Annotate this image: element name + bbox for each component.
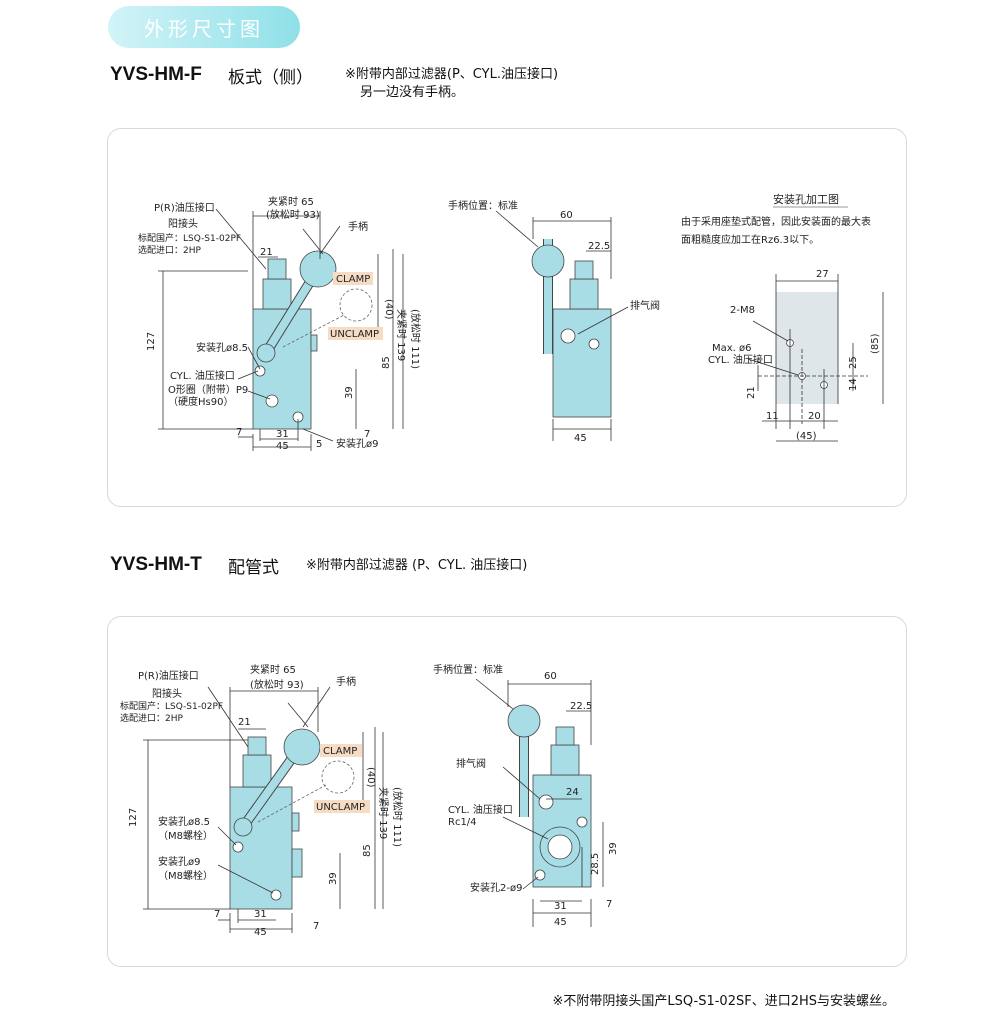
dimension-label: CLAMP [323, 746, 357, 757]
dimension-label: 22.5 [570, 701, 592, 712]
dimension-label: 27 [816, 269, 829, 280]
dimension-label: 夹紧时 139 [395, 309, 408, 361]
dimension-label: UNCLAMP [316, 802, 365, 813]
dimension-label: 28.5 [590, 853, 601, 875]
dimension-label: 选配进口：2HP [120, 712, 183, 724]
dimension-label: Rc1/4 [448, 817, 477, 828]
dimension-label: （M8螺栓） [158, 869, 213, 882]
dimension-label: （硬度Hs90） [168, 395, 233, 408]
dimension-label: 手柄位置：标准 [448, 199, 518, 212]
note-t: ※附带内部过滤器 (P、CYL. 油压接口) [306, 558, 528, 573]
dimension-label: 31 [254, 909, 267, 920]
dimension-label: 排气阀 [630, 299, 660, 312]
model-name-t: YVS-HM-T [110, 554, 202, 575]
note-f-line2: 另一边没有手柄。 [360, 85, 465, 100]
dimension-label: 31 [276, 429, 289, 440]
dimension-label: (放松时 111) [409, 309, 422, 369]
dimension-label: 39 [608, 842, 619, 855]
mount-type-f: 板式（侧） [228, 68, 313, 88]
dimension-label: 选配进口：2HP [138, 244, 201, 256]
dimension-label: 45 [554, 917, 567, 928]
dimension-label: CLAMP [336, 274, 370, 285]
dimension-label: 25 [848, 356, 859, 369]
dimension-label: 7 [606, 899, 612, 910]
dimension-label: 7 [313, 921, 319, 932]
dimension-label: 11 [766, 411, 779, 422]
dimension-label: 39 [328, 872, 339, 885]
dimension-label: CYL. 油压接口 [708, 353, 773, 366]
dimension-label: 21 [746, 386, 757, 399]
dimension-label: 85 [362, 844, 373, 857]
dimension-label: (40) [383, 299, 394, 320]
section-title: 外形尺寸图 [144, 16, 264, 41]
dimension-label: 45 [276, 441, 289, 452]
dimension-label: 7 [214, 909, 220, 920]
dimension-label: 5 [316, 439, 322, 450]
dimension-label: 面粗糙度应加工在Rz6.3以下。 [681, 233, 819, 246]
dimension-label: 阳接头 [152, 687, 182, 700]
dimension-label: 排气阀 [456, 757, 486, 770]
dimension-label: 127 [146, 332, 157, 351]
dimension-label: 标配国产：LSQ-S1-02PF [138, 232, 241, 244]
mount-type-t: 配管式 [228, 558, 279, 578]
dimension-label: 2-M8 [730, 305, 755, 316]
dimension-label: 夹紧时 65 [250, 663, 296, 676]
dimension-label: 安装孔2-ø9 [470, 881, 522, 894]
dimension-label: 39 [344, 386, 355, 399]
dimension-label: 22.5 [588, 241, 610, 252]
dimension-label: 标配国产：LSQ-S1-02PF [120, 700, 223, 712]
dimension-label: 14 [848, 378, 859, 391]
dimension-label: 安装孔ø8.5 [158, 815, 210, 828]
drawing-panel-t: P(R)油压接口 阳接头 标配国产：LSQ-S1-02PF 选配进口：2HP 夹… [107, 616, 907, 967]
dimension-label: P(R)油压接口 [154, 201, 215, 214]
dimension-label: CYL. 油压接口 [170, 369, 235, 382]
dimension-label: (85) [870, 333, 881, 354]
dimension-label: 21 [260, 247, 273, 258]
drawing-t: P(R)油压接口 阳接头 标配国产：LSQ-S1-02PF 选配进口：2HP 夹… [120, 663, 619, 938]
dimension-label: 45 [254, 927, 267, 938]
dimension-label: (放松时 93) [266, 208, 320, 221]
dimension-label: 手柄 [336, 675, 356, 688]
dimension-label: 安装孔ø9 [336, 437, 378, 450]
dimension-label: 45 [574, 433, 587, 444]
dimension-label: CYL. 油压接口 [448, 803, 513, 816]
dimension-label: 21 [238, 717, 251, 728]
dimension-label: P(R)油压接口 [138, 669, 199, 682]
dimension-label: Max. ø6 [712, 343, 752, 354]
drawing-panel-f: P(R)油压接口 阳接头 标配国产：LSQ-S1-02PF 选配进口：2HP 夹… [107, 128, 907, 507]
model-name-f: YVS-HM-F [110, 64, 202, 85]
valve-body-front [552, 308, 612, 418]
dimension-label: 安装孔ø8.5 [196, 341, 248, 354]
handle-knob [299, 250, 337, 288]
dimension-label: 24 [566, 787, 579, 798]
note-f-line1: ※附带内部过滤器(P、CYL.油压接口) [345, 67, 559, 82]
dimension-label: （M8螺栓） [158, 829, 213, 842]
dimension-label: (放松时 111) [391, 787, 404, 847]
dimension-label: 127 [128, 808, 139, 827]
dimension-label: 夹紧时 65 [268, 195, 314, 208]
footer-note: ※不附带阴接头国产LSQ-S1-02SF、进口2HS与安装螺丝。 [552, 994, 895, 1009]
dimension-label: (放松时 93) [250, 678, 304, 691]
dimension-label: (45) [796, 431, 817, 442]
dimension-label: UNCLAMP [330, 329, 379, 340]
dimension-label: 7 [236, 427, 242, 438]
drawing-f: P(R)油压接口 阳接头 标配国产：LSQ-S1-02PF 选配进口：2HP 夹… [138, 192, 884, 452]
dimension-label: 由于采用座垫式配管，因此安装面的最大表 [681, 215, 871, 228]
dimension-label: 20 [808, 411, 821, 422]
dimension-label: 夹紧时 139 [377, 787, 390, 839]
dimension-label: 60 [560, 210, 573, 221]
dimension-label: O形圈（附带）P9 [168, 383, 248, 396]
dimension-label: 7 [364, 429, 370, 440]
dimension-label: 手柄 [348, 220, 368, 233]
dimension-label: 60 [544, 671, 557, 682]
dimension-label: 阳接头 [168, 217, 198, 230]
dimension-label: 手柄位置：标准 [433, 663, 503, 676]
section-title-pill: 外形尺寸图 [108, 6, 300, 48]
male-connector [262, 278, 292, 310]
dimension-label: (40) [365, 767, 376, 788]
dimension-label: 85 [381, 356, 392, 369]
dimension-label: 安装孔ø9 [158, 855, 200, 868]
dimension-label: 31 [554, 901, 567, 912]
dimension-label: 安装孔加工图 [773, 192, 839, 206]
